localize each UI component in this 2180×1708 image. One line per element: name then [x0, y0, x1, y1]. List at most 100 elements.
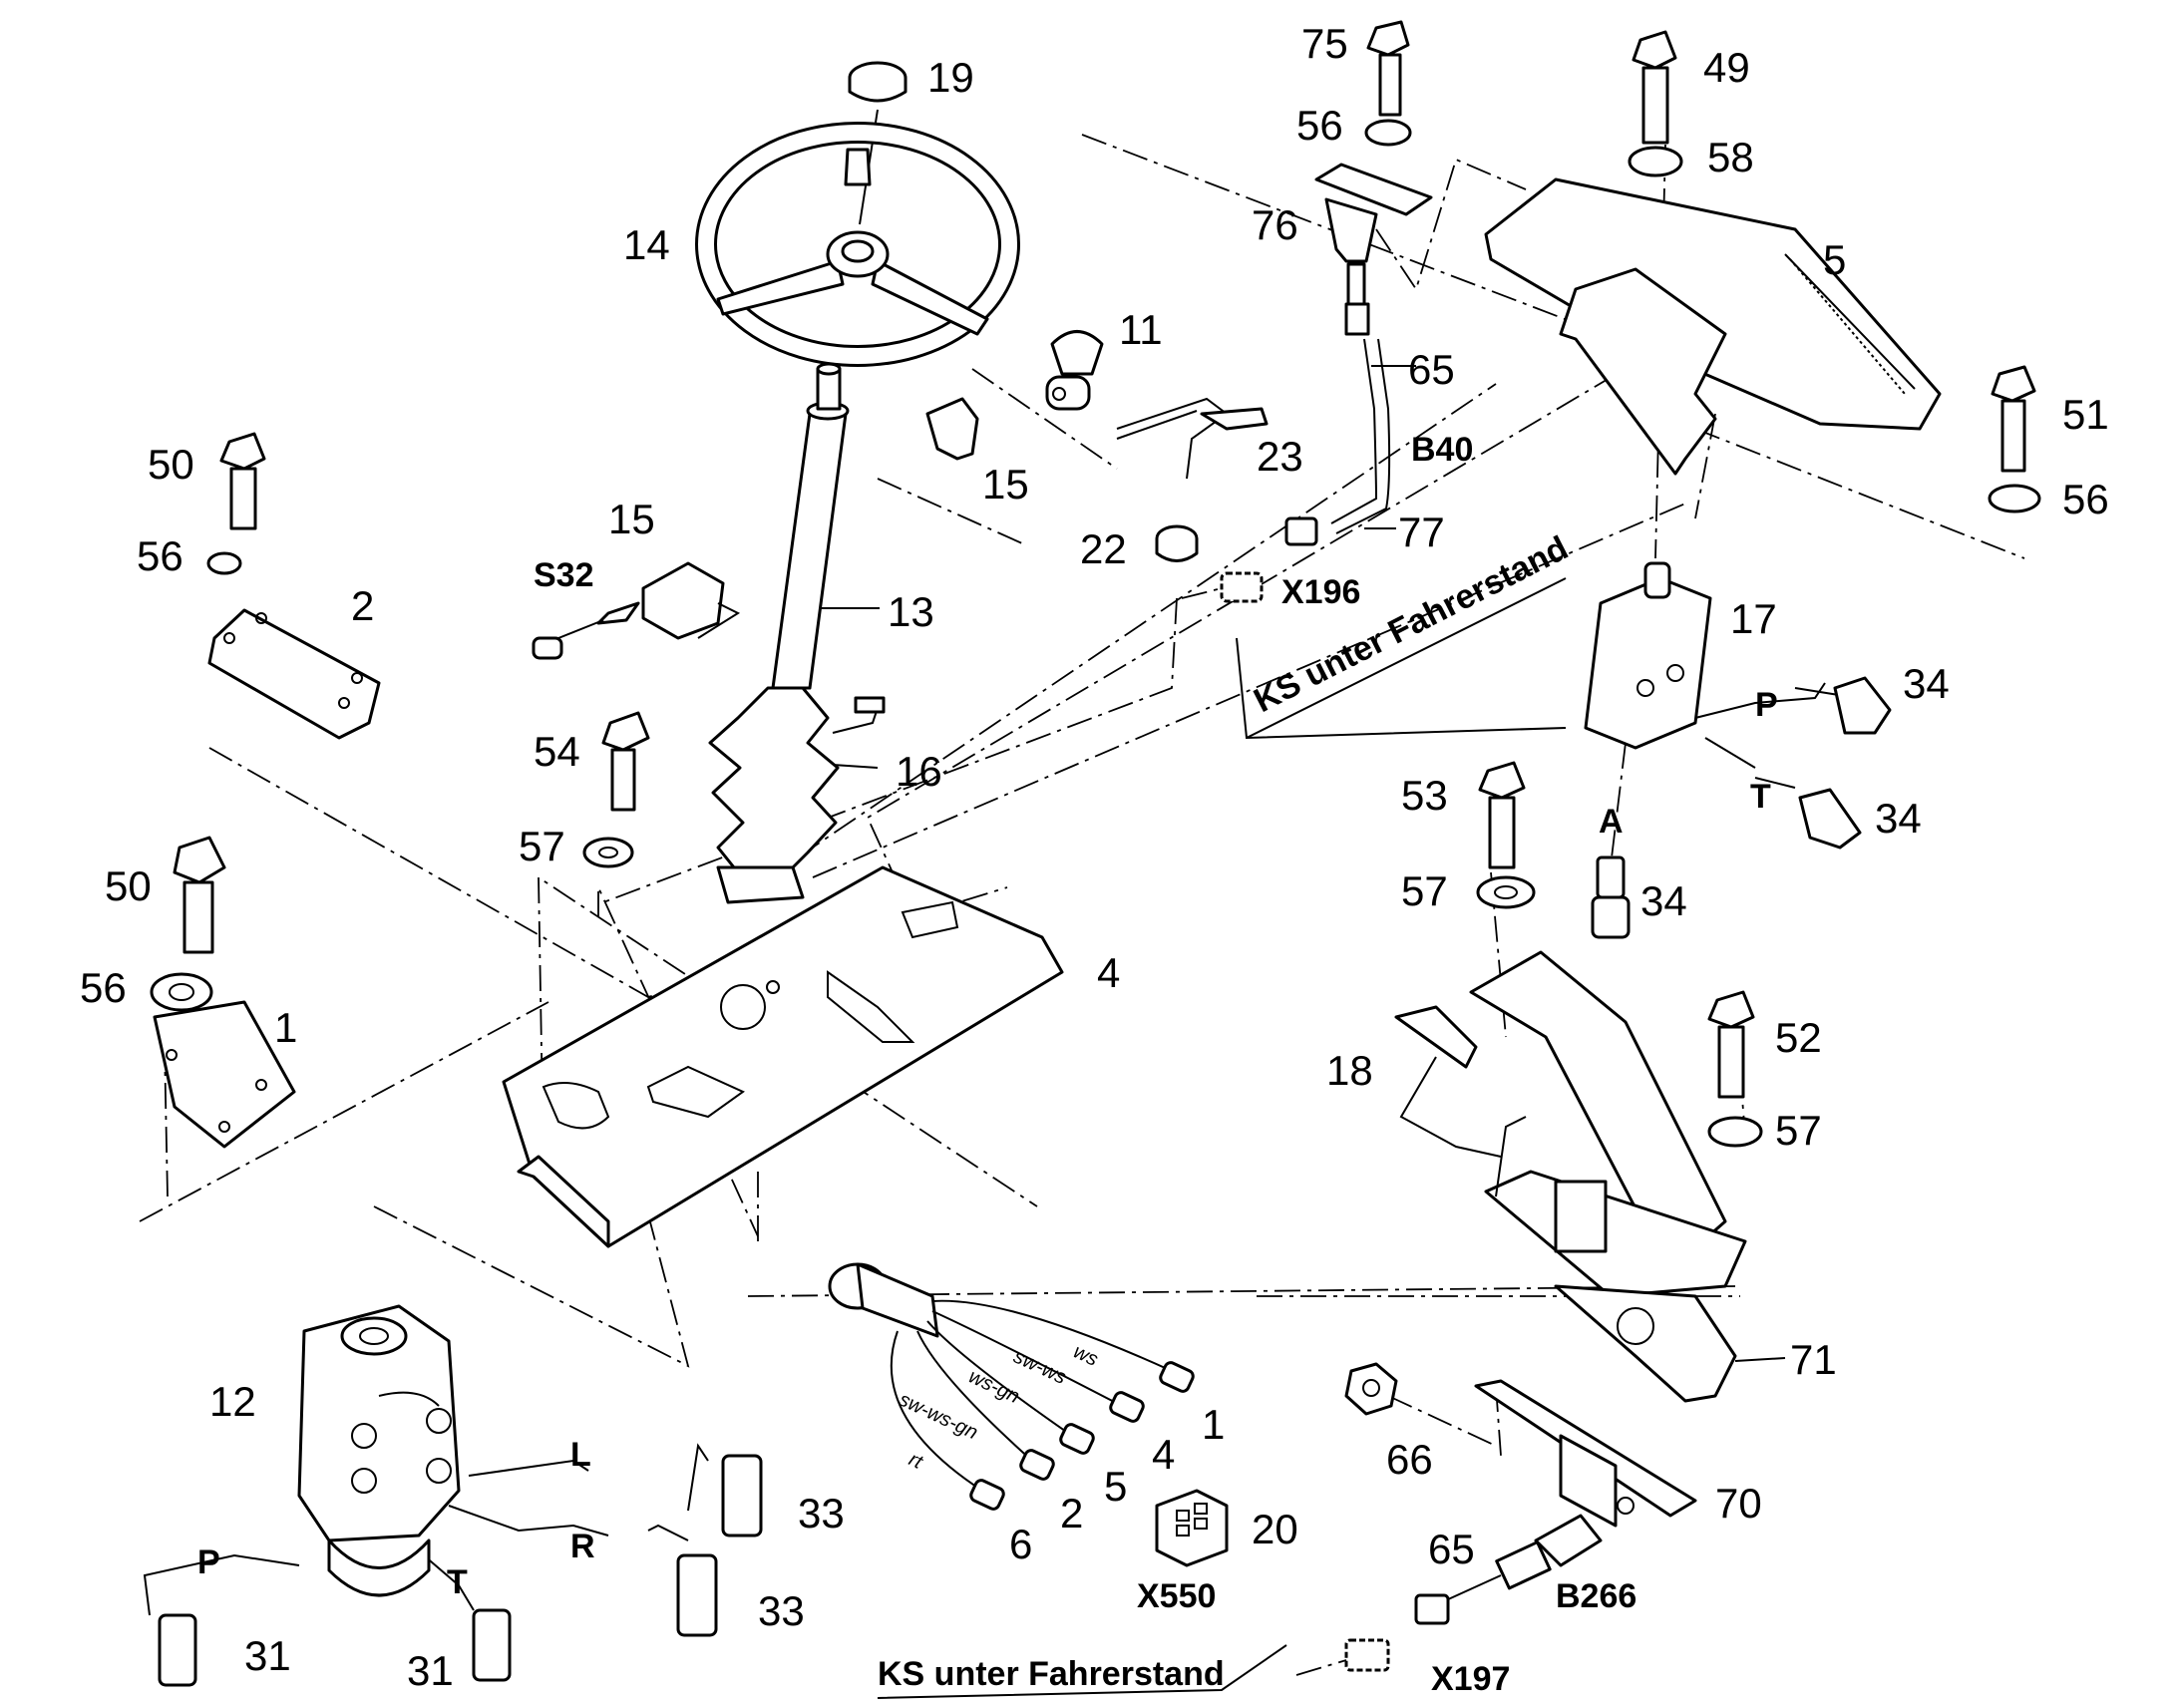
brake-pedal-18 [1394, 1005, 1502, 1158]
port-a-valve: A [1599, 803, 1624, 841]
label-34-p: 34 [1903, 660, 1950, 707]
floor-plate-4 [502, 865, 1064, 1248]
steering-unit-12 [297, 1304, 461, 1597]
label-wire-4: 4 [1152, 1431, 1175, 1478]
label-56-top: 56 [1296, 102, 1343, 149]
label-33-l: 33 [798, 1490, 845, 1537]
port-t-steering: T [447, 1563, 468, 1601]
grommet-22 [1155, 524, 1199, 562]
bolt-75 [1364, 20, 1412, 147]
label-17: 17 [1730, 595, 1777, 642]
label-33-r: 33 [758, 1587, 805, 1634]
cap-19 [848, 61, 908, 103]
clip-15-upper [925, 397, 979, 461]
label-23: 23 [1257, 433, 1303, 480]
sensor-b266 [1414, 1514, 1603, 1625]
code-x196: X196 [1281, 573, 1360, 611]
label-wire-5: 5 [1104, 1463, 1127, 1510]
clamp-23 [1116, 397, 1269, 480]
label-20: 20 [1252, 1506, 1298, 1552]
label-77: 77 [1398, 509, 1445, 555]
label-75: 75 [1301, 20, 1348, 67]
label-14: 14 [623, 221, 670, 268]
wire-color-labels: ws sw-ws ws-gn sw-ws-gn rt [896, 1341, 1101, 1475]
label-50-upper: 50 [148, 441, 194, 488]
wire-sw-ws: sw-ws [1010, 1346, 1070, 1389]
label-16: 16 [896, 748, 942, 795]
label-11: 11 [1119, 306, 1163, 353]
label-65-lower: 65 [1428, 1526, 1475, 1572]
label-51: 51 [2062, 391, 2109, 438]
label-56-lower: 56 [80, 964, 127, 1011]
port-labels: L R P T P T A [197, 686, 1778, 1601]
accelerator-pedal-assembly-71 [1469, 950, 1747, 1403]
label-15-clip: 15 [982, 461, 1029, 508]
wire-sw-ws-gn: sw-ws-gn [896, 1389, 981, 1445]
port-r: R [570, 1528, 595, 1565]
fitting-33-r [676, 1553, 718, 1637]
part-number-labels: 19 14 11 15 15 13 16 50 56 2 54 57 50 56… [80, 20, 2109, 1694]
fitting-34-p [1833, 676, 1892, 735]
code-s32: S32 [534, 556, 594, 594]
bracket-1 [153, 1000, 296, 1149]
code-b40: B40 [1411, 431, 1473, 469]
bolt-50-upper [206, 432, 266, 575]
label-4: 4 [1097, 949, 1120, 996]
label-57-center: 57 [1401, 867, 1448, 914]
plate-2 [207, 608, 381, 740]
label-12: 12 [209, 1378, 256, 1425]
label-19: 19 [927, 54, 974, 101]
label-76: 76 [1252, 201, 1298, 248]
label-52: 52 [1775, 1014, 1822, 1061]
label-wire-1: 1 [1202, 1401, 1225, 1448]
label-49: 49 [1703, 44, 1750, 91]
note-ks-lower: KS unter Fahrerstand [878, 1655, 1225, 1693]
label-71: 71 [1790, 1336, 1837, 1383]
label-58: 58 [1707, 134, 1754, 180]
wire-ws-gn: ws-gn [965, 1366, 1023, 1408]
bracket-70 [1474, 1379, 1697, 1528]
port-t-valve: T [1750, 778, 1771, 816]
port-l: L [570, 1436, 591, 1474]
wire-ws: ws [1070, 1341, 1101, 1371]
label-wire-2: 2 [1060, 1490, 1083, 1537]
bolt-53 [1476, 761, 1536, 909]
connector-housing-20 [1155, 1489, 1229, 1567]
bolt-54 [582, 711, 650, 868]
wire-rt: rt [906, 1449, 927, 1475]
valve-17 [1584, 561, 1712, 750]
steering-column-13 [771, 362, 850, 690]
sensor-cable-b40 [1284, 338, 1391, 546]
label-50-lower: 50 [105, 862, 152, 909]
label-56-right: 56 [2062, 476, 2109, 522]
bolt-49 [1628, 30, 1683, 177]
port-p-valve: P [1755, 686, 1778, 724]
bolt-52 [1707, 990, 1763, 1148]
fitting-31-p [158, 1613, 197, 1687]
label-18: 18 [1326, 1047, 1373, 1094]
bolt-50-lower [150, 836, 226, 1012]
code-x197: X197 [1431, 1660, 1510, 1698]
connector-x196 [1181, 571, 1264, 603]
label-53: 53 [1401, 772, 1448, 819]
label-2: 2 [351, 582, 374, 629]
component-codes: S32 B40 X196 X550 B266 X197 [534, 431, 1636, 1698]
label-66: 66 [1386, 1436, 1433, 1483]
label-54: 54 [534, 728, 580, 775]
knob-11 [1045, 330, 1104, 411]
label-31-p: 31 [244, 1632, 291, 1679]
pedal-5 [1484, 177, 1942, 476]
label-5: 5 [1823, 236, 1846, 283]
code-b266: B266 [1556, 1577, 1636, 1615]
label-57-left: 57 [519, 823, 565, 869]
wiring-harness [828, 1262, 1195, 1511]
label-31-t: 31 [407, 1647, 454, 1694]
bellows-16 [708, 686, 886, 904]
fitting-33-l [721, 1454, 763, 1537]
label-56-upper: 56 [137, 532, 183, 579]
label-wire-6: 6 [1009, 1521, 1032, 1567]
label-34-t: 34 [1875, 795, 1922, 842]
port-p-steering: P [197, 1543, 220, 1581]
fitting-34-a [1591, 855, 1631, 939]
